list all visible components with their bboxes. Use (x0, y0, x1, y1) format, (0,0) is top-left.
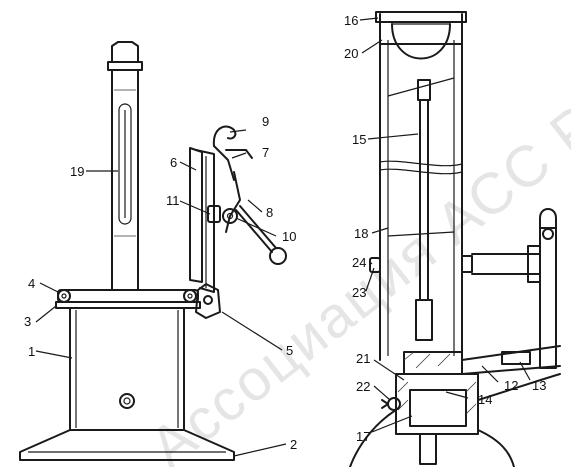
callout-10: 10 (282, 229, 297, 244)
callout-7: 7 (262, 145, 270, 160)
callout-14: 14 (478, 392, 493, 407)
lid-plate (189, 147, 221, 293)
gauge-tube (107, 41, 143, 291)
callout-1: 1 (28, 344, 36, 359)
callout-11: 11 (166, 193, 180, 208)
callout-8: 8 (266, 205, 274, 220)
callout-24: 24 (352, 255, 367, 270)
callout-3: 3 (24, 314, 32, 329)
branch-pipe (471, 208, 557, 369)
callout-9: 9 (262, 114, 270, 129)
vertical-tube (379, 13, 463, 361)
left-assembly (19, 41, 287, 461)
callout-23: 23 (352, 285, 367, 300)
callout-18: 18 (354, 226, 369, 241)
callout-2: 2 (290, 437, 298, 452)
callout-12: 12 (504, 378, 519, 393)
top-flange (55, 289, 201, 309)
callout-19: 19 (70, 164, 85, 179)
callout-21: 21 (356, 351, 371, 366)
side-outlet (369, 255, 473, 273)
main-cylinder (69, 307, 185, 431)
callout-16: 16 (344, 13, 359, 28)
callout-6: 6 (170, 155, 178, 170)
base-plate (19, 429, 235, 461)
right-leaders (359, 17, 531, 433)
center-rod (387, 77, 455, 341)
callout-4: 4 (28, 276, 36, 291)
latch-mechanism (212, 125, 287, 265)
top-cap (375, 11, 467, 60)
callout-22: 22 (356, 379, 371, 394)
callout-5: 5 (286, 343, 294, 358)
valve-body (349, 345, 561, 467)
callout-20: 20 (344, 46, 359, 61)
callout-17: 17 (356, 429, 371, 444)
right-assembly (349, 11, 561, 467)
callout-13: 13 (532, 378, 547, 393)
left-leaders (35, 129, 287, 457)
callout-15: 15 (352, 132, 367, 147)
